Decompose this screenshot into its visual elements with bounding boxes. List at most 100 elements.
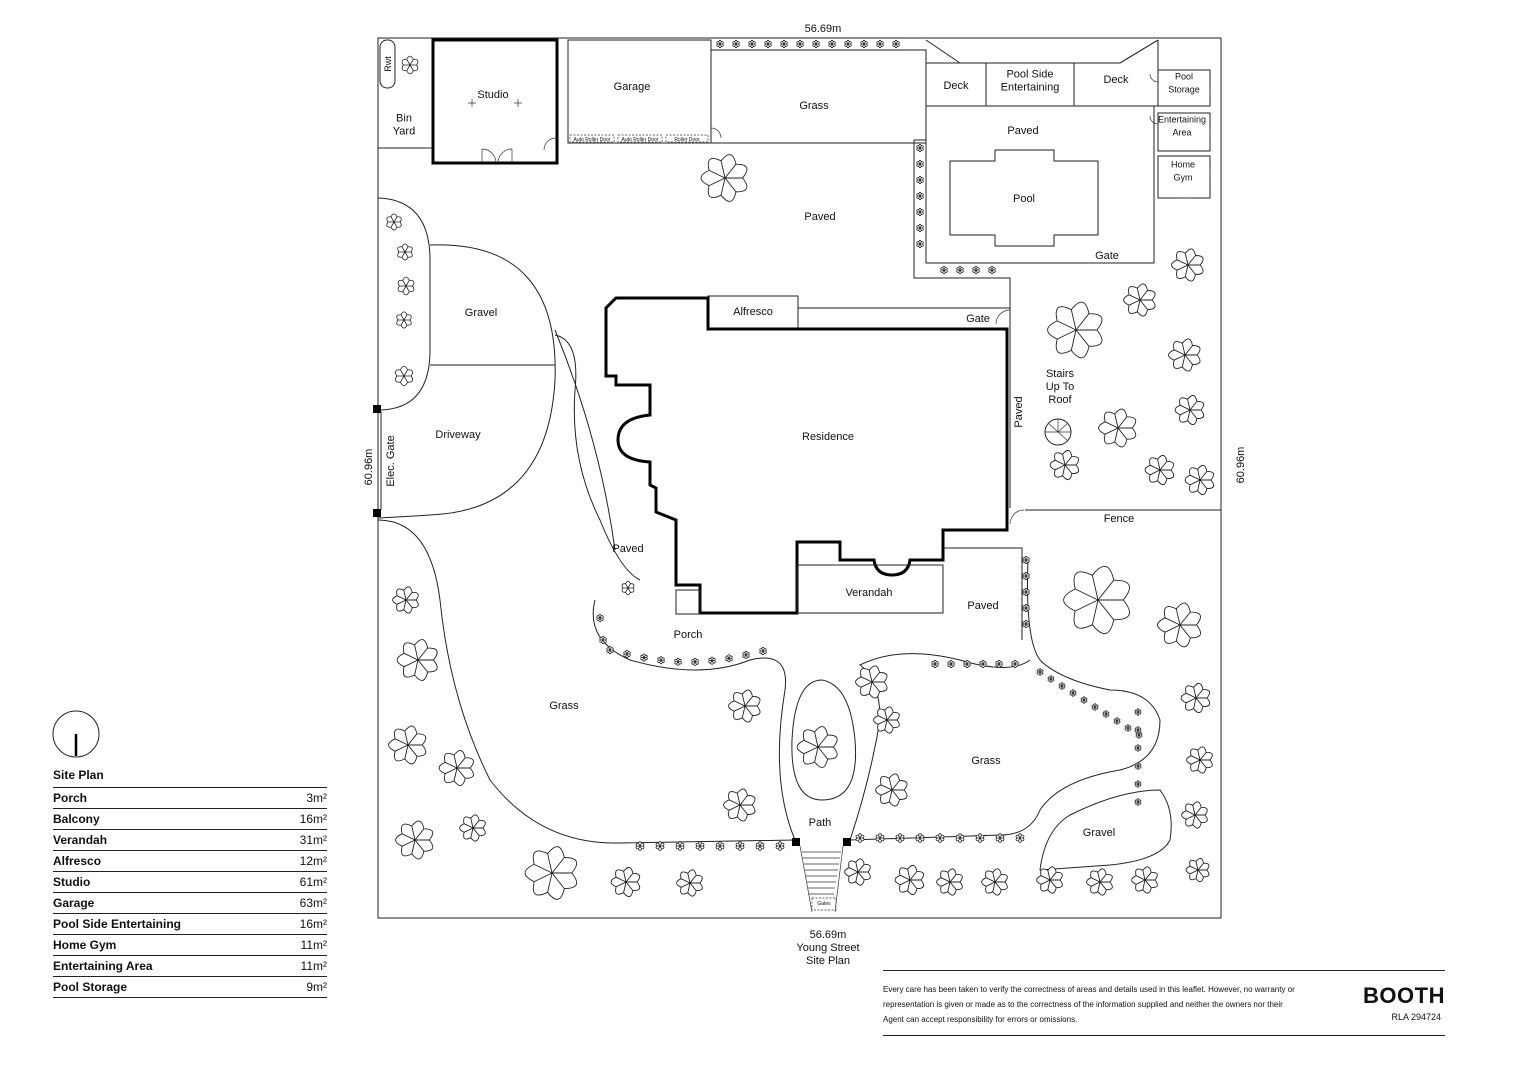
tree-icon	[1168, 338, 1201, 372]
schedule-row: Pool Side Entertaining 16m²	[53, 914, 327, 935]
svg-text:Auto Roller Door: Auto Roller Door	[574, 137, 611, 143]
shrub-icon	[796, 39, 804, 49]
shrub-icon	[764, 39, 772, 49]
tree-icon	[844, 858, 871, 886]
fence-label: Fence	[1104, 513, 1135, 525]
tree-icon	[392, 586, 419, 614]
shrub-icon	[916, 143, 924, 153]
schedule-row-area: 9m²	[306, 980, 327, 994]
path-island	[791, 679, 857, 801]
studio	[431, 38, 559, 165]
shrub-icon	[716, 39, 724, 49]
shrub-icon	[895, 833, 905, 843]
tree-icon	[1180, 682, 1211, 714]
schedule-row-area: 11m²	[300, 938, 327, 952]
rear-dimension: 56.69m	[805, 23, 842, 35]
shrub-icon	[915, 833, 925, 843]
left-garden-bed	[377, 197, 431, 411]
shrub-icon	[855, 833, 865, 843]
shrub-icon	[916, 239, 924, 249]
gravel-left-label: Gravel	[465, 307, 497, 319]
disclaimer-text: Every care has been taken to verify the …	[883, 985, 1295, 1024]
path-post-left	[792, 838, 800, 846]
shrub-icon	[1069, 689, 1077, 697]
gravel-right-label: Gravel	[1083, 827, 1115, 839]
tree-icon	[1181, 801, 1208, 829]
shrub-icon	[695, 841, 705, 851]
shrub-icon	[748, 39, 756, 49]
shrub-icon	[892, 39, 900, 49]
tree-icon	[401, 55, 419, 75]
schedule-row-area: 16m²	[299, 917, 327, 931]
paved-left-label: Paved	[612, 543, 643, 555]
shrub-icon	[1047, 675, 1055, 683]
rainwater-tank	[379, 39, 396, 89]
shrub-icon	[599, 635, 607, 645]
tree-icon	[397, 243, 413, 261]
shrubs	[596, 39, 1143, 851]
garage-label: Garage	[614, 81, 651, 93]
shrub-icon	[1015, 833, 1025, 843]
roller-doors: Auto Roller Door Auto Roller Door Roller…	[569, 134, 709, 143]
path-post-right	[843, 838, 851, 846]
schedule-row-name: Verandah	[53, 833, 108, 847]
shrub-icon	[860, 39, 868, 49]
tree-icon	[1047, 301, 1103, 359]
schedule-row-area: 12m²	[299, 854, 327, 868]
driveway-label: Driveway	[435, 429, 481, 441]
tree-icon	[1174, 394, 1205, 426]
tree-icon	[873, 706, 900, 734]
shrub-icon	[876, 39, 884, 49]
tree-icon	[396, 639, 438, 681]
shrub-icon	[995, 659, 1003, 669]
elec-gate-label: Elec. Gate	[385, 435, 397, 486]
shrub-icon	[931, 659, 939, 669]
paved-side-label: Paved	[1013, 396, 1025, 427]
tree-icon	[676, 869, 703, 897]
schedule-row: Entertaining Area 11m²	[53, 956, 327, 977]
shrub-icon	[1134, 762, 1142, 770]
schedule-row-area: 16m²	[299, 812, 327, 826]
pool-pavilion-roof	[925, 39, 1159, 64]
shrub-icon	[916, 159, 924, 169]
side-path	[554, 329, 641, 581]
disclaimer-panel: Every care has been taken to verify the …	[883, 970, 1445, 1036]
schedule-row-area: 11m²	[300, 959, 327, 973]
schedule-row-area: 61m²	[299, 875, 327, 889]
shrub-icon	[675, 841, 685, 851]
shrub-icon	[606, 645, 614, 655]
shrub-icon	[1022, 587, 1030, 597]
shrub-icon	[812, 39, 820, 49]
schedule-row: Home Gym 11m²	[53, 935, 327, 956]
residence-label: Residence	[802, 431, 854, 443]
shrub-icon	[674, 657, 682, 666]
tree-icon	[728, 689, 761, 723]
shrub-icon	[935, 833, 945, 843]
schedule-title: Site Plan	[53, 768, 327, 788]
svg-text:Roller Door: Roller Door	[674, 137, 700, 143]
verandah-label: Verandah	[845, 587, 892, 599]
schedule-row-name: Alfresco	[53, 854, 102, 868]
shrub-icon	[732, 39, 740, 49]
shrub-icon	[775, 841, 785, 851]
shrub-icon	[995, 833, 1005, 843]
shrub-icon	[875, 833, 885, 843]
schedule-row-name: Home Gym	[53, 938, 117, 952]
schedule-row-name: Pool Side Entertaining	[53, 917, 182, 931]
grass-left-label: Grass	[549, 700, 579, 712]
shrub-icon	[1058, 682, 1066, 690]
schedule-row-name: Entertaining Area	[53, 959, 153, 973]
deck-right-label: Deck	[1103, 74, 1129, 86]
shrub-icon	[759, 646, 767, 656]
porch-label: Porch	[674, 629, 703, 641]
shrub-icon	[963, 659, 971, 669]
gate-pool-label: Gate	[1095, 250, 1119, 262]
path-label: Path	[809, 817, 832, 829]
left-dimension: 60.96m	[363, 449, 375, 486]
schedule-row-name: Pool Storage	[53, 980, 128, 994]
north-arrow-icon	[52, 710, 100, 758]
tree-icon	[875, 773, 908, 807]
